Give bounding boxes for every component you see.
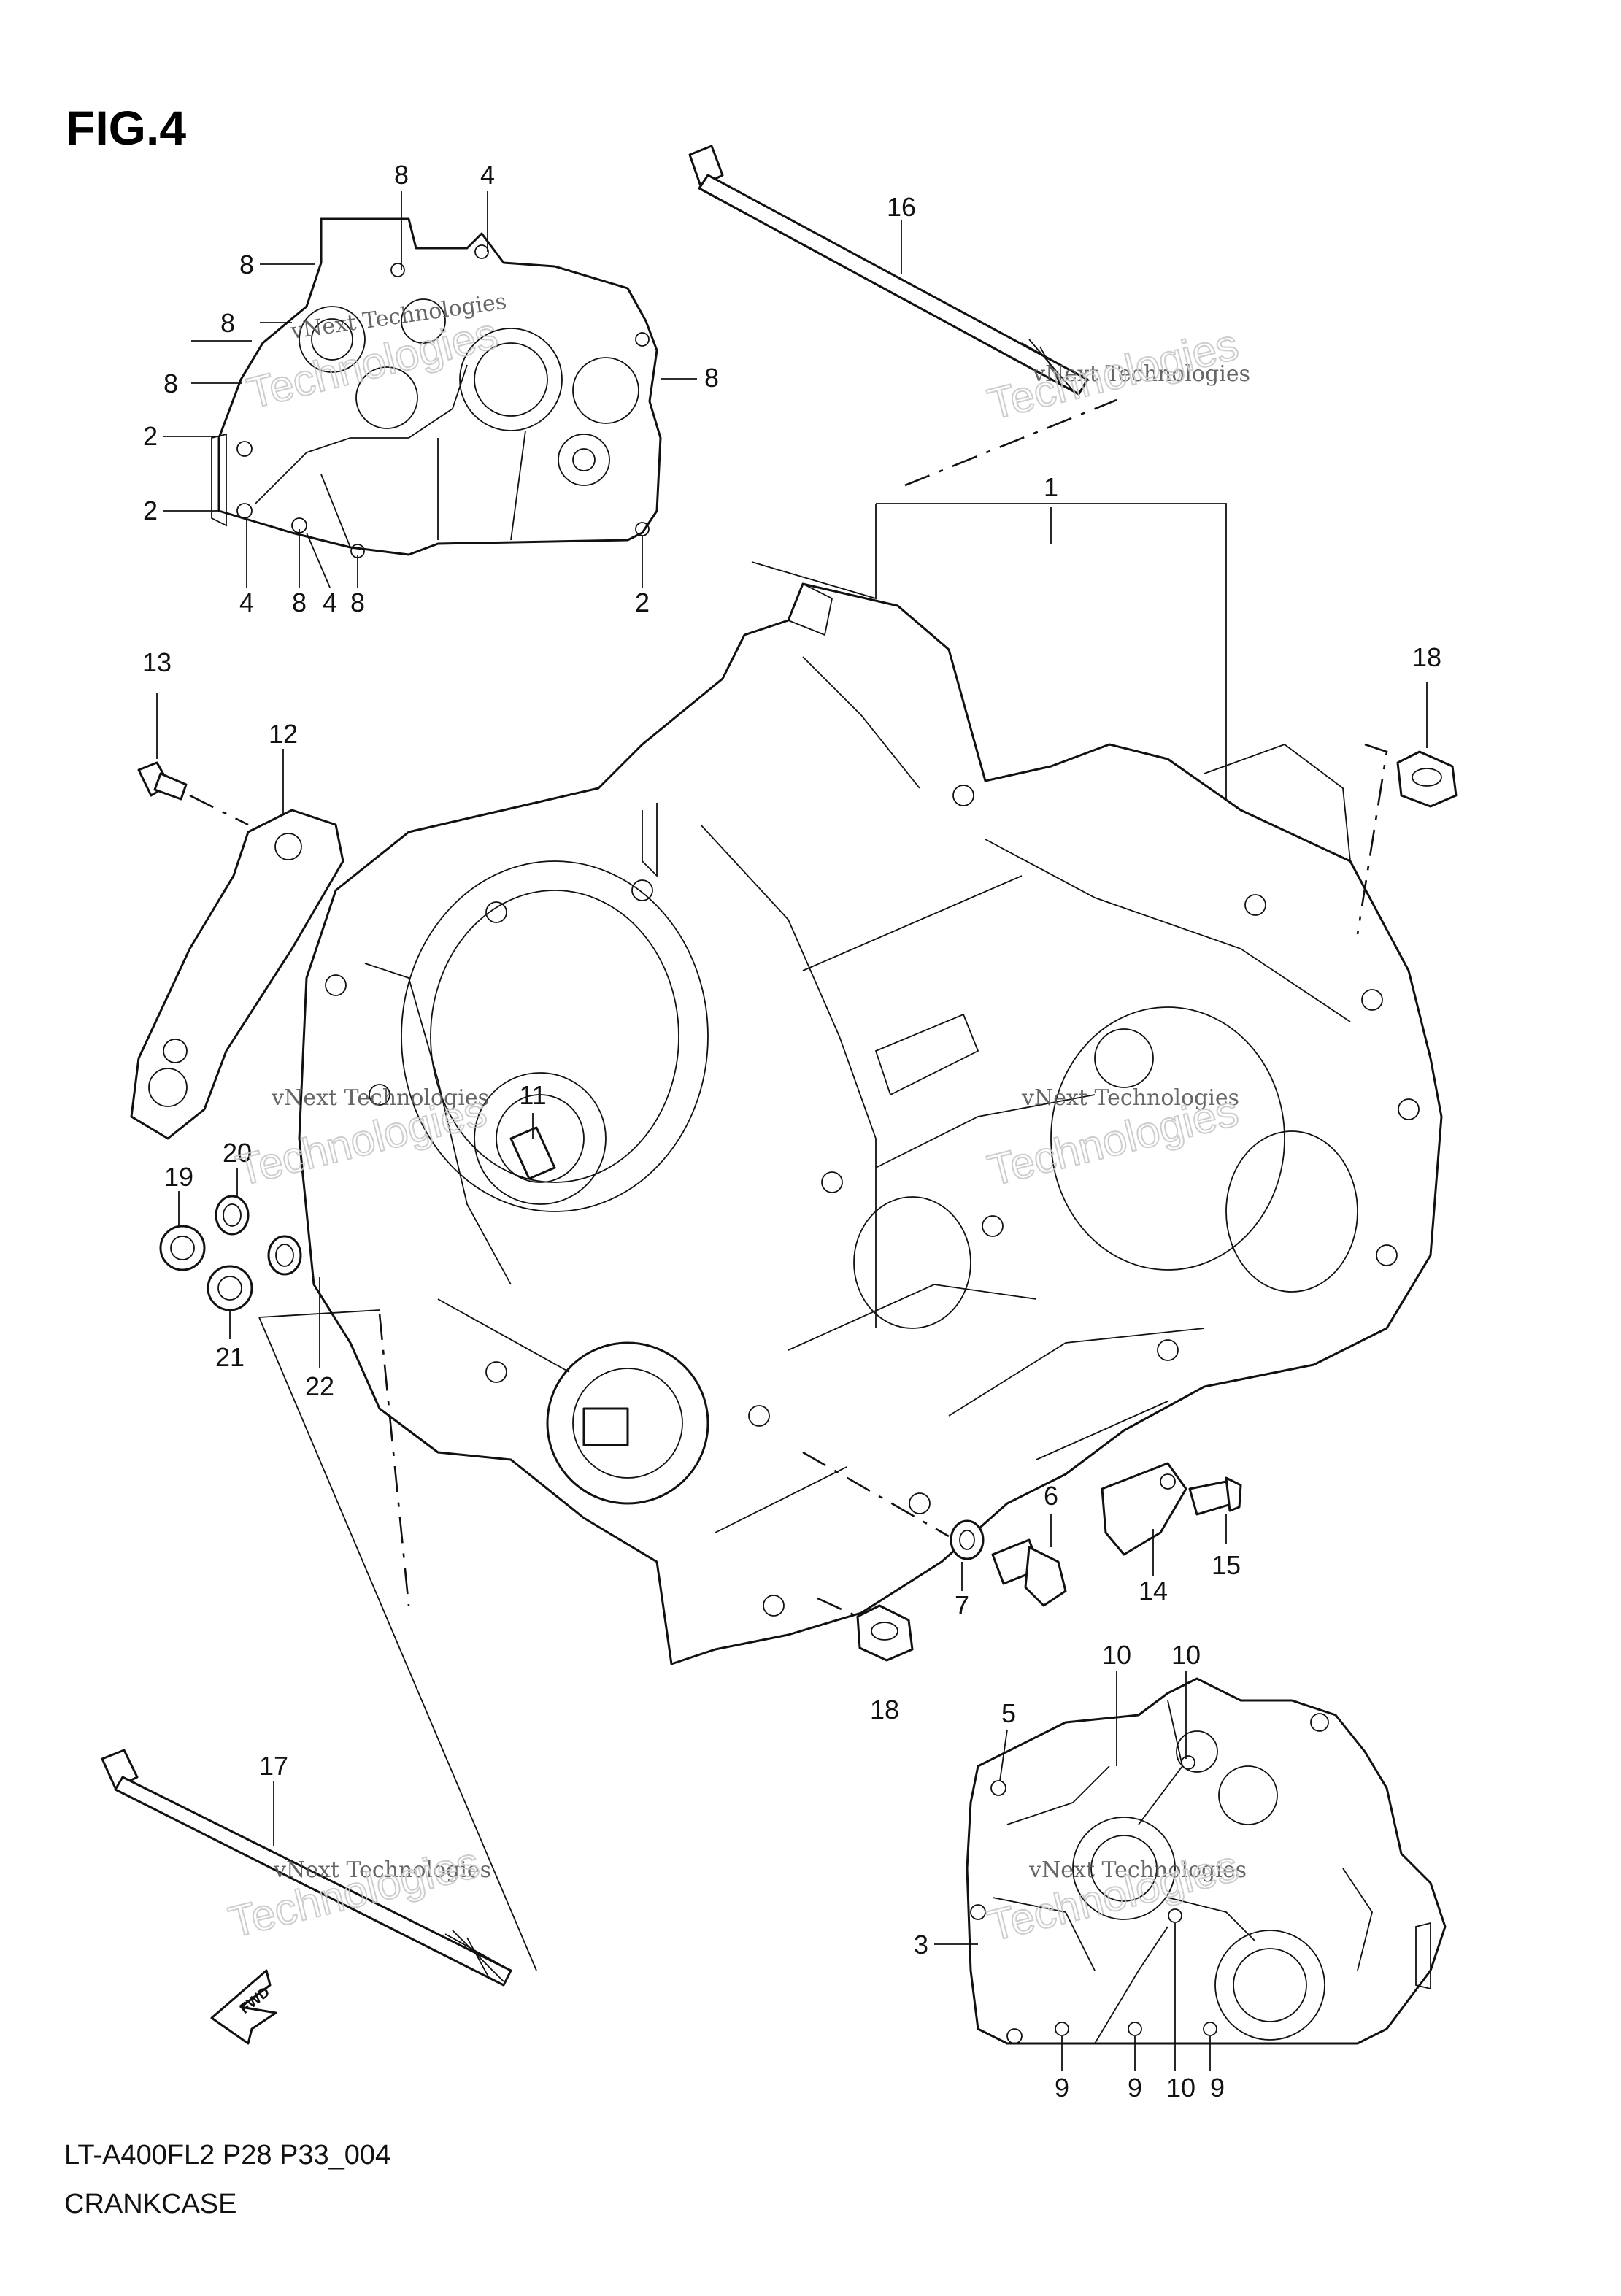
- callout-3: 3: [914, 1930, 928, 1960]
- bolt-16: [688, 145, 1089, 396]
- callout-8-left-2: 8: [220, 308, 235, 338]
- leader-17-dash: [378, 1313, 410, 1606]
- svg-text:vNext Technologies: vNext Technologies: [1021, 1085, 1239, 1111]
- inset-leaders: [163, 191, 697, 588]
- inset-right-leaders: [934, 1671, 1211, 2071]
- bracket-14: [1101, 1462, 1187, 1556]
- crankcase-right-half-inset: [966, 1677, 1447, 2045]
- figure-title: FIG.4: [66, 101, 186, 155]
- callout-4-bottom-1: 4: [239, 588, 254, 617]
- callout-10-top-2: 10: [1171, 1640, 1201, 1670]
- callout-13: 13: [142, 647, 172, 677]
- callout-18-bottom: 18: [870, 1695, 899, 1725]
- callout-2-left-2: 2: [143, 496, 158, 525]
- callout-18-top: 18: [1412, 642, 1441, 672]
- leader-13-dash: [189, 794, 249, 826]
- callout-22: 22: [305, 1371, 334, 1401]
- callout-8-right: 8: [704, 363, 719, 393]
- bolt-17: [101, 1749, 512, 1987]
- fwd-arrow-icon: FWD: [210, 1969, 277, 2045]
- callout-4-top: 4: [480, 160, 495, 190]
- crankcase-left-half-inset: [211, 217, 662, 558]
- callout-9-c: 9: [1210, 2073, 1225, 2103]
- diagram-code: LT-A400FL2 P28 P33_004: [64, 2140, 390, 2170]
- callout-6: 6: [1044, 1481, 1058, 1511]
- callout-16: 16: [887, 192, 916, 222]
- svg-text:vNext Technologies: vNext Technologies: [271, 1085, 489, 1111]
- plug-19: [159, 1225, 206, 1271]
- leader-6-dash: [802, 1451, 950, 1538]
- o-ring-20: [215, 1195, 250, 1236]
- callout-8-bottom-2: 8: [350, 588, 365, 617]
- nut-18-top: [1396, 750, 1458, 808]
- callout-12: 12: [269, 719, 298, 749]
- callout-1: 1: [1044, 472, 1058, 502]
- callout-4-bottom-2: 4: [323, 588, 337, 617]
- callout-2-left-1: 2: [143, 421, 158, 451]
- callout-8-left-1: 8: [239, 250, 254, 280]
- callout-11: 11: [519, 1080, 546, 1110]
- callout-9-a: 9: [1055, 2073, 1069, 2103]
- callout-19: 19: [164, 1162, 193, 1192]
- callout-21: 21: [215, 1342, 245, 1372]
- leader-18-top-dash: [1356, 743, 1388, 935]
- callout-8-top: 8: [394, 160, 409, 190]
- svg-text:vNext Technologies: vNext Technologies: [273, 1857, 491, 1883]
- o-ring-22: [267, 1235, 302, 1276]
- diagram-name: CRANKCASE: [64, 2189, 237, 2219]
- callout-8-bottom-1: 8: [292, 588, 307, 617]
- bolt-6: [991, 1538, 1067, 1607]
- bracket-12: [130, 809, 344, 1140]
- callout-15: 15: [1212, 1550, 1241, 1580]
- callout-2-bottom: 2: [635, 588, 650, 617]
- callout-7: 7: [955, 1590, 969, 1620]
- callout-8-left-3: 8: [163, 369, 178, 398]
- leader-17-b: [258, 1309, 380, 1318]
- plug-21: [207, 1265, 253, 1311]
- svg-text:vNext Technologies: vNext Technologies: [1032, 361, 1250, 387]
- callout-10-bottom: 10: [1166, 2073, 1195, 2103]
- callout-10-top-1: 10: [1102, 1640, 1131, 1670]
- bolt-15: [1188, 1476, 1242, 1516]
- leader-18-bottom-dash: [817, 1597, 858, 1618]
- svg-text:Technologies: Technologies: [983, 320, 1243, 429]
- callout-14: 14: [1139, 1576, 1168, 1606]
- callout-5: 5: [1001, 1698, 1016, 1728]
- bolt-13: [137, 761, 188, 801]
- crankcase-main: [298, 582, 1443, 1665]
- leader-1-bracket: [751, 398, 1227, 803]
- nut-18-bottom: [856, 1604, 914, 1662]
- leader-17-a: [258, 1317, 537, 1971]
- callout-17: 17: [259, 1751, 288, 1781]
- svg-text:vNext Technologies: vNext Technologies: [1028, 1857, 1247, 1883]
- callout-9-b: 9: [1128, 2073, 1142, 2103]
- callout-20: 20: [223, 1138, 252, 1168]
- washer-7: [950, 1519, 985, 1560]
